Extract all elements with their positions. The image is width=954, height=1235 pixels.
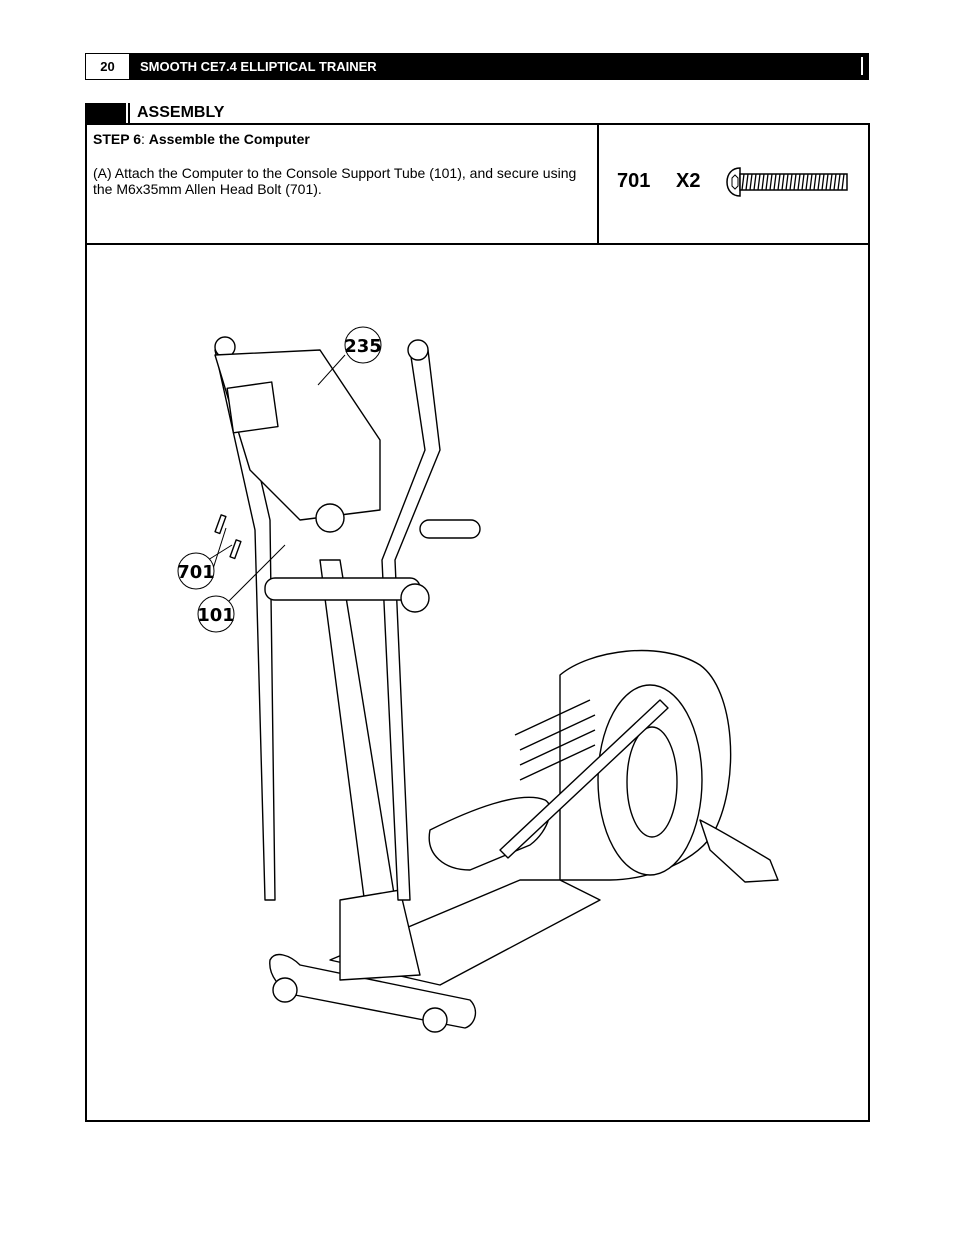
cross-tube (264, 577, 421, 601)
part-quantity: X2 (676, 170, 701, 192)
allen-head-bolt-icon (726, 167, 848, 197)
flywheel-inner (626, 726, 678, 838)
step-instruction: (A) Attach the Computer to the Console S… (93, 165, 577, 197)
computer (214, 349, 381, 521)
box-divider-horizontal (87, 243, 868, 245)
section-marker (85, 103, 126, 123)
manual-title-bar: SMOOTH CE7.4 ELLIPTICAL TRAINER (130, 53, 869, 80)
mast-base (339, 889, 421, 981)
section-marker-line (128, 103, 130, 123)
part-number: 701 (617, 170, 651, 192)
step-separator: : (141, 131, 145, 147)
callout-101: 101 (197, 605, 235, 626)
page-header: 20 SMOOTH CE7.4 ELLIPTICAL TRAINER (85, 53, 869, 80)
title-bar-divider (861, 57, 863, 75)
step-heading: STEP 6: Assemble the Computer (93, 131, 588, 148)
box-divider-vertical (597, 125, 599, 244)
callout-701: 701 (177, 562, 215, 583)
console-knob (315, 503, 345, 533)
elliptical-trainer-diagram: 235 701 101 (177, 326, 779, 1033)
step-label: STEP 6 (93, 131, 141, 147)
step-name: Assemble the Computer (148, 131, 310, 147)
right-handlebar (381, 349, 441, 901)
callout-235: 235 (344, 336, 382, 357)
front-wheel-right (422, 1007, 448, 1033)
instruction-box (85, 123, 870, 1122)
section-title: ASSEMBLY (137, 104, 225, 121)
rear-stabilizer (699, 819, 779, 883)
manual-title: SMOOTH CE7.4 ELLIPTICAL TRAINER (140, 59, 377, 74)
page-number: 20 (85, 53, 130, 80)
step-text: STEP 6: Assemble the Computer (A) Attach… (93, 131, 588, 197)
computer-display (226, 381, 279, 434)
front-wheel-left (272, 977, 298, 1003)
